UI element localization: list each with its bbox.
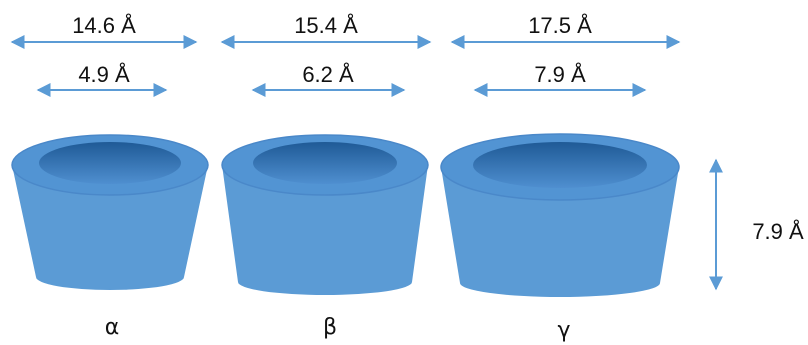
cup-alpha xyxy=(11,134,209,290)
cup-gamma-cavity xyxy=(473,142,647,188)
cavity-diameter-label-beta: 6.2 Å xyxy=(302,62,354,87)
cup-alpha-body xyxy=(12,165,208,290)
cup-beta-cavity xyxy=(253,142,397,184)
cavity-diameter-label-alpha: 4.9 Å xyxy=(78,62,130,87)
outer-diameter-label-alpha: 14.6 Å xyxy=(72,13,136,38)
cup-beta-body xyxy=(222,165,428,295)
outer-diameter-label-beta: 15.4 Å xyxy=(294,13,358,38)
cup-beta-name: β xyxy=(322,315,338,340)
cup-alpha-name: α xyxy=(104,315,120,340)
cup-gamma xyxy=(440,133,680,297)
cup-gamma-body xyxy=(441,167,679,297)
cavity-diameter-label-gamma: 7.9 Å xyxy=(534,62,586,87)
cup-alpha-cavity xyxy=(39,142,181,184)
outer-diameter-label-gamma: 17.5 Å xyxy=(528,13,592,38)
cup-beta xyxy=(221,134,429,295)
cup-gamma-name: γ xyxy=(557,318,571,343)
height-label: 7.9 Å xyxy=(752,219,804,244)
